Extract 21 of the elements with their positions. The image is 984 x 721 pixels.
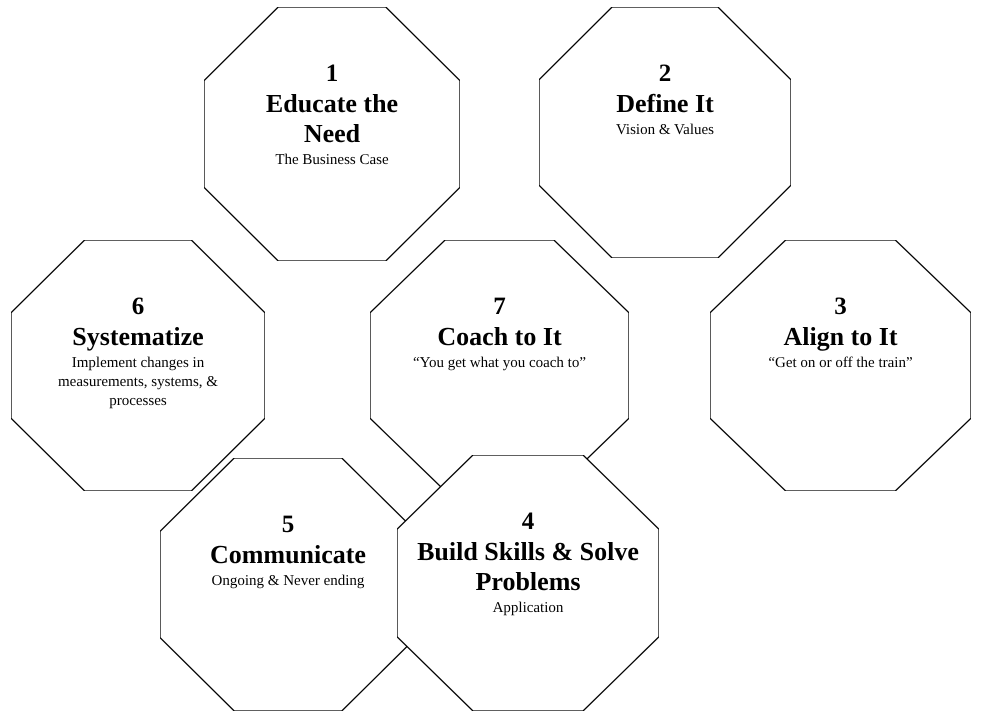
step-number: 7: [493, 292, 506, 322]
step-subtitle: Ongoing & Never ending: [212, 572, 364, 591]
step-number: 4: [522, 507, 534, 537]
step-subtitle: Vision & Values: [616, 121, 714, 140]
step-title: Systematize: [72, 322, 204, 352]
step-title: Build Skills & Solve Problems: [416, 537, 640, 597]
step-title: Communicate: [210, 540, 366, 570]
step-subtitle: “Get on or off the train”: [768, 354, 913, 373]
step-title: Educate the Need: [264, 89, 400, 149]
step-subtitle: “You get what you coach to”: [412, 354, 586, 373]
step-number: 6: [132, 292, 144, 322]
step-title: Coach to It: [437, 322, 562, 352]
step-number: 2: [658, 59, 672, 89]
step-number: 1: [326, 59, 338, 89]
step-number: 5: [282, 510, 294, 540]
step-subtitle: The Business Case: [275, 151, 389, 170]
step-title: Align to It: [783, 322, 898, 352]
step-subtitle: Application: [492, 599, 564, 618]
step-title: Define It: [616, 89, 714, 119]
step-subtitle: Implement changes in measurements, systems, & processes: [57, 354, 219, 411]
step-number: 3: [834, 292, 847, 322]
